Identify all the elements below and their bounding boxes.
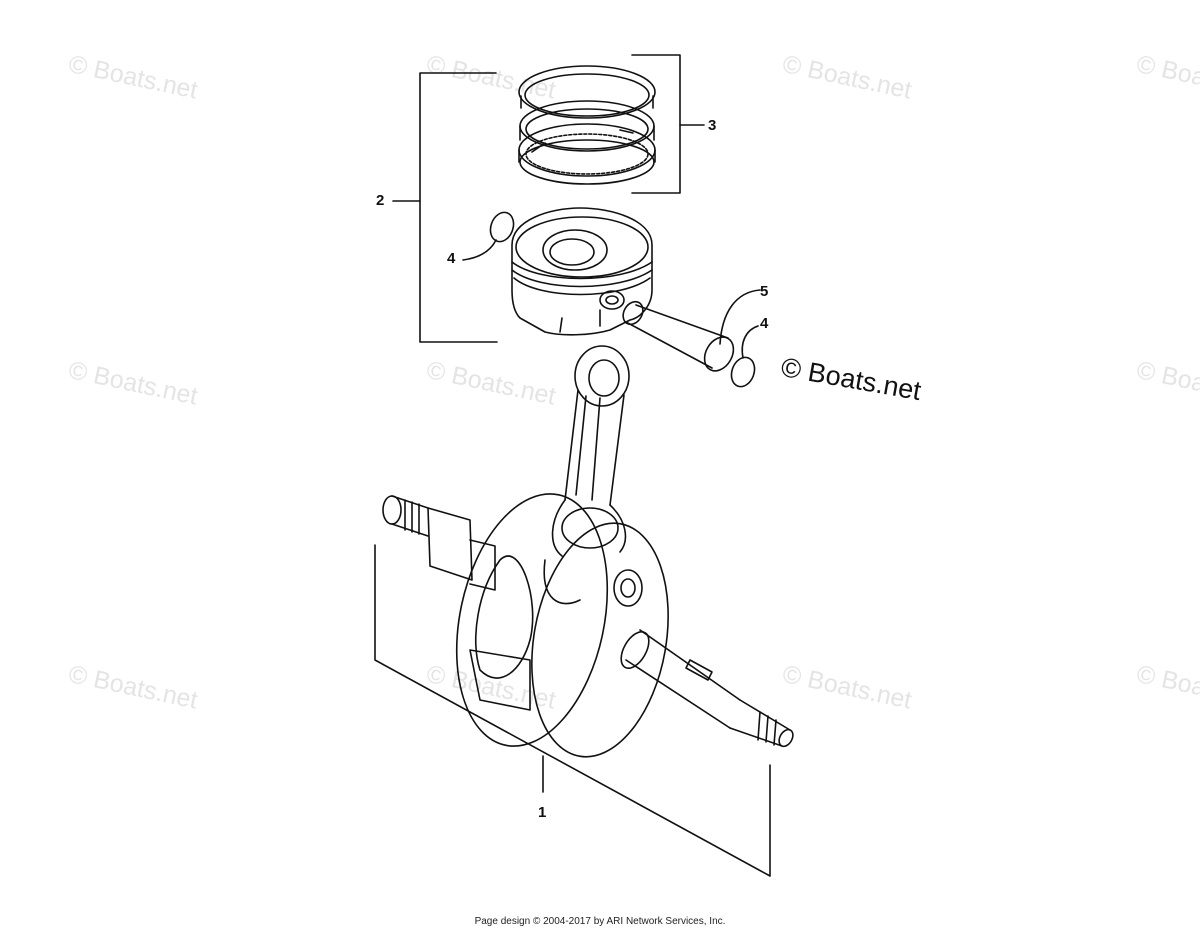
piston-pin-part xyxy=(622,289,761,372)
callout-piston-rings: 3 xyxy=(708,117,717,134)
callout-crankshaft: 1 xyxy=(538,804,547,821)
bracket-piston-assembly xyxy=(392,72,498,343)
crankshaft-part xyxy=(382,493,794,758)
callout-circlip-left: 4 xyxy=(447,250,456,267)
circlip-left-part xyxy=(462,211,515,261)
circlip-right-part xyxy=(730,325,759,388)
callout-circlip-right: 4 xyxy=(760,315,769,332)
bracket-crankshaft xyxy=(374,544,771,877)
bracket-piston-rings xyxy=(631,54,705,194)
callout-piston-pin: 5 xyxy=(760,283,769,300)
piston-part xyxy=(511,207,653,336)
callout-piston-assembly: 2 xyxy=(376,192,385,209)
connecting-rod-part xyxy=(551,345,630,557)
piston-rings-part xyxy=(518,65,656,185)
page-footer: Page design © 2004-2017 by ARI Network S… xyxy=(474,916,726,927)
